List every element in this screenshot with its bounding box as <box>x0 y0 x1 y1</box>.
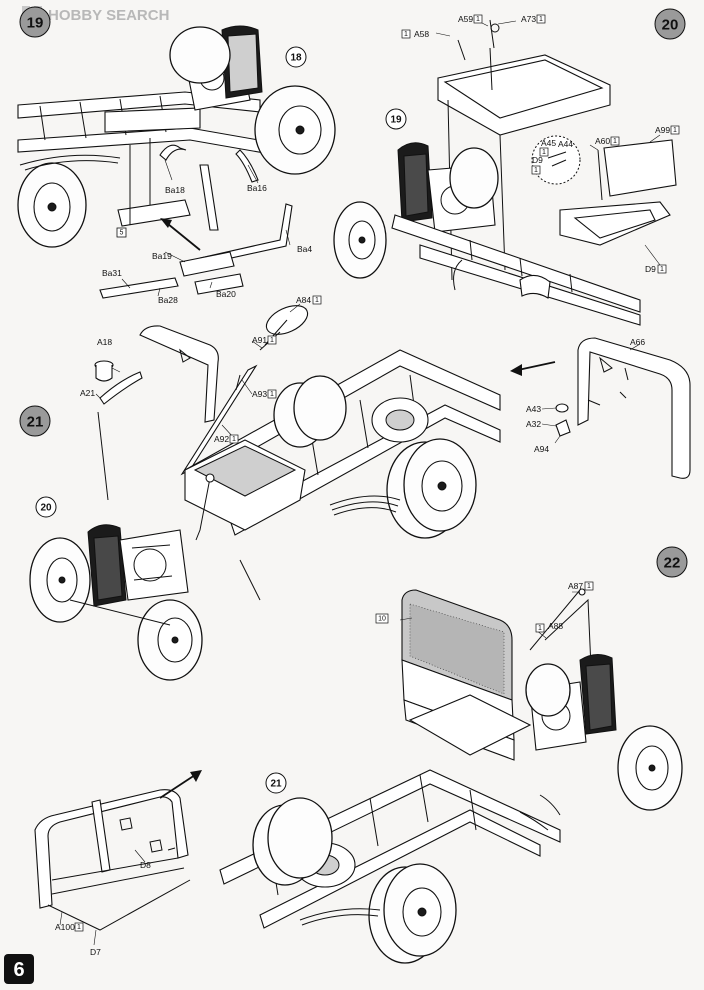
qty-box-a73: 1 <box>536 14 546 24</box>
step-19-diagram <box>17 25 336 299</box>
label-a100: A100 <box>55 922 75 932</box>
watermark-text: HOBBY SEARCH <box>48 7 169 24</box>
label-d8: D8 <box>140 860 151 870</box>
qty-box-5: 5 <box>116 227 127 238</box>
label-a32: A32 <box>526 419 541 429</box>
label-a44: A44 <box>558 139 573 149</box>
label-a93: A93 <box>252 389 267 399</box>
step-19-number: 19 <box>27 15 44 32</box>
label-d9-small: D9 <box>532 155 543 165</box>
label-a87: A87 <box>568 581 583 591</box>
qty-box-a87: 1 <box>584 581 594 591</box>
label-ba18: Ba18 <box>165 185 185 195</box>
qty-a100-number: 1 <box>77 924 81 931</box>
qty-a91-number: 1 <box>270 337 274 344</box>
qty-box-a99: 1 <box>670 125 680 135</box>
qty-a45-number: 1 <box>542 149 546 156</box>
qty-5-number: 5 <box>120 230 124 237</box>
ref-21-number: 21 <box>270 779 282 790</box>
qty-a73-number: 1 <box>539 16 543 23</box>
qty-box-a84: 1 <box>312 295 322 305</box>
qty-a59-number: 1 <box>476 16 480 23</box>
label-a60: A60 <box>595 136 610 146</box>
step-21-diagram <box>29 303 691 681</box>
qty-d9-small-number: 1 <box>534 167 538 174</box>
label-a91: A91 <box>252 335 267 345</box>
label-ba28: Ba28 <box>158 295 178 305</box>
ref-19-badge: 19 <box>385 108 407 130</box>
ref-18-number: 18 <box>290 53 302 64</box>
step-22-number: 22 <box>664 555 681 572</box>
label-a66: A66 <box>630 337 645 347</box>
label-ba16: Ba16 <box>247 183 267 193</box>
qty-box-d9-small: 1 <box>531 165 541 175</box>
ref-20-number: 20 <box>40 503 52 514</box>
label-ba20: Ba20 <box>216 289 236 299</box>
qty-d9-number: 1 <box>660 266 664 273</box>
label-ba4: Ba4 <box>297 244 312 254</box>
qty-box-a93: 1 <box>267 389 277 399</box>
page-number: 6 <box>13 959 24 981</box>
qty-box-10: 10 <box>375 613 389 624</box>
label-a84: A84 <box>296 295 311 305</box>
qty-a88-number: 1 <box>538 625 542 632</box>
qty-a84-number: 1 <box>315 297 319 304</box>
qty-a93-number: 1 <box>270 391 274 398</box>
label-a99: A99 <box>655 125 670 135</box>
page-number-badge: 6 <box>4 954 34 984</box>
qty-box-a45: 1 <box>539 147 549 157</box>
step-22-diagram <box>34 588 683 964</box>
qty-box-a58: 1 <box>401 29 411 39</box>
ref-20-badge: 20 <box>35 496 57 518</box>
step-21-badge: 21 <box>19 405 51 437</box>
qty-a92-number: 1 <box>232 436 236 443</box>
qty-10-number: 10 <box>378 616 386 623</box>
qty-box-d9: 1 <box>657 264 667 274</box>
step-19-badge: 19 <box>19 6 51 38</box>
label-ba31: Ba31 <box>102 268 122 278</box>
step-20-badge: 20 <box>654 8 686 40</box>
label-a88: A88 <box>548 621 563 631</box>
label-d9: D9 <box>645 264 656 274</box>
step-21-number: 21 <box>27 414 44 431</box>
qty-box-a91: 1 <box>267 335 277 345</box>
ref-21-badge: 21 <box>265 772 287 794</box>
label-a94: A94 <box>534 444 549 454</box>
qty-a58-number: 1 <box>404 31 408 38</box>
label-a43: A43 <box>526 404 541 414</box>
qty-box-a60: 1 <box>610 136 620 146</box>
qty-box-a88: 1 <box>535 623 545 633</box>
label-d7: D7 <box>90 947 101 957</box>
label-a73: A73 <box>521 14 536 24</box>
label-a58: A58 <box>414 29 429 39</box>
ref-18-badge: 18 <box>285 46 307 68</box>
label-a59: A59 <box>458 14 473 24</box>
qty-a87-number: 1 <box>587 583 591 590</box>
step-22-badge: 22 <box>656 546 688 578</box>
label-a45: A45 <box>541 138 556 148</box>
step-20-diagram <box>333 19 677 326</box>
step-20-number: 20 <box>662 17 679 34</box>
qty-a60-number: 1 <box>613 138 617 145</box>
label-a21: A21 <box>80 388 95 398</box>
qty-box-a59: 1 <box>473 14 483 24</box>
qty-box-a100: 1 <box>74 922 84 932</box>
label-ba19: Ba19 <box>152 251 172 261</box>
label-a18: A18 <box>97 337 112 347</box>
label-a92: A92 <box>214 434 229 444</box>
qty-box-a92: 1 <box>229 434 239 444</box>
ref-19-number: 19 <box>390 115 402 126</box>
qty-a99-number: 1 <box>673 127 677 134</box>
